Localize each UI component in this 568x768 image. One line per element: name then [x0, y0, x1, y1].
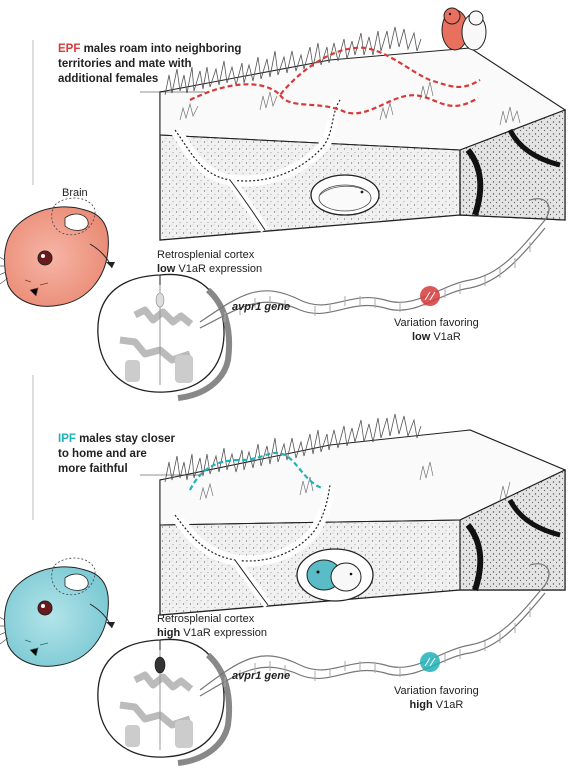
arrowhead-top: [106, 262, 115, 268]
expr-level-bottom: high: [157, 627, 181, 639]
roaming-male-vole: [441, 7, 469, 51]
epf-caption-line-2: territories and mate with: [58, 58, 192, 70]
vole-head-bottom: [0, 557, 109, 667]
variation-level-bottom: high: [409, 699, 433, 711]
epf-tag: EPF: [58, 43, 81, 55]
vole-head-top: [0, 197, 109, 307]
region-label-top: Retrosplenial cortex low V1aR expression: [157, 248, 262, 276]
variation-text-bottom: Variation favoring: [394, 685, 479, 697]
variation-level-top: low: [411, 331, 431, 343]
retrosplenial-marker-bottom: [154, 656, 166, 674]
ipf-caption: IPF males stay closer to home and are mo…: [58, 432, 175, 477]
expr-suffix-top: V1aR expression: [175, 263, 263, 275]
ipf-caption-line-1: males stay closer: [75, 433, 175, 445]
region-name-bottom: Retrosplenial cortex: [157, 613, 255, 625]
ipf-caption-line-3: more faithful: [58, 463, 128, 475]
variation-suffix-bottom: V1aR: [432, 699, 464, 711]
gene-label-top: avpr1 gene: [232, 301, 291, 313]
epf-caption: EPF males roam into neighboring territor…: [58, 42, 241, 87]
variation-text-top: Variation favoring: [394, 317, 479, 329]
dna-helix-bottom: [199, 563, 550, 697]
ipf-caption-line-2: to home and are: [58, 448, 147, 460]
terrain-block-top: [159, 7, 567, 241]
expr-level-top: low: [157, 263, 176, 275]
epf-caption-line-3: additional females: [58, 73, 159, 85]
ipf-tag: IPF: [58, 433, 76, 445]
dna-helix-top: [199, 198, 550, 329]
region-name-top: Retrosplenial cortex: [157, 249, 255, 261]
retrosplenial-marker-top: [155, 292, 165, 308]
female-vole-top: [461, 10, 487, 51]
variant-site-top: [420, 286, 440, 306]
partner-female-vole: [330, 562, 362, 592]
gene-label-bottom: avpr1 gene: [232, 670, 291, 682]
terrain-block-bottom: [159, 413, 567, 616]
variation-label-top: Variation favoring low V1aR: [394, 316, 479, 344]
expr-suffix-bottom: V1aR expression: [180, 627, 268, 639]
variation-label-bottom: Variation favoring high V1aR: [394, 684, 479, 712]
region-label-bottom: Retrosplenial cortex high V1aR expressio…: [157, 612, 267, 640]
brain-slice-top: [97, 273, 233, 401]
variation-suffix-top: V1aR: [430, 331, 461, 343]
variant-site-bottom: [420, 652, 440, 672]
arrowhead-bottom: [106, 622, 115, 628]
brain-slice-bottom: [97, 638, 233, 766]
epf-caption-line-1: males roam into neighboring: [80, 43, 242, 55]
brain-label: Brain: [62, 187, 88, 199]
